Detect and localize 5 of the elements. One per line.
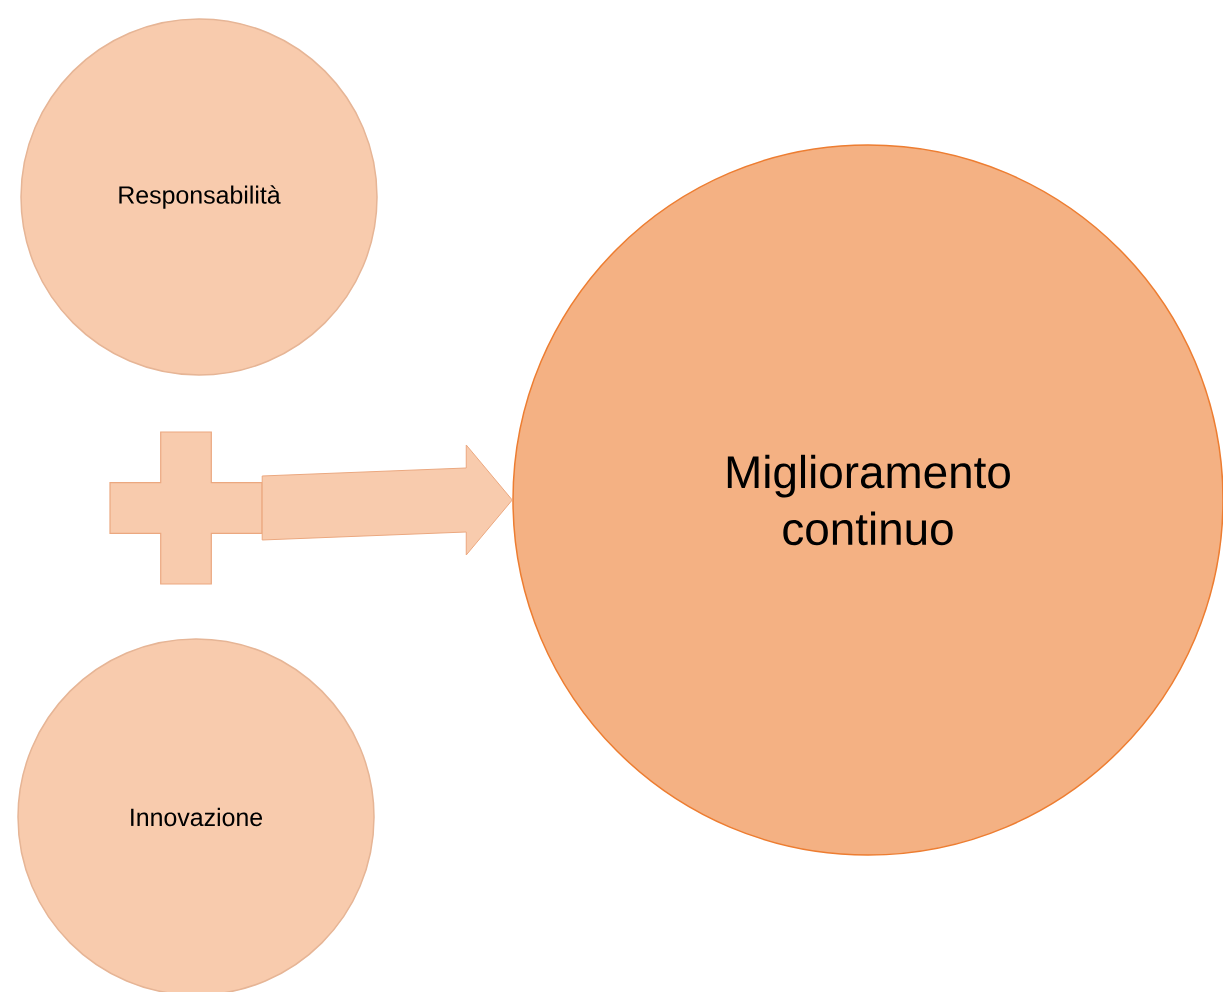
- circle-node: Miglioramento continuo: [512, 144, 1223, 856]
- plus-sign: [109, 431, 263, 585]
- circle-node: Responsabilità: [20, 18, 378, 376]
- block-arrow: [261, 444, 513, 556]
- circle-node: Innovazione: [17, 638, 375, 992]
